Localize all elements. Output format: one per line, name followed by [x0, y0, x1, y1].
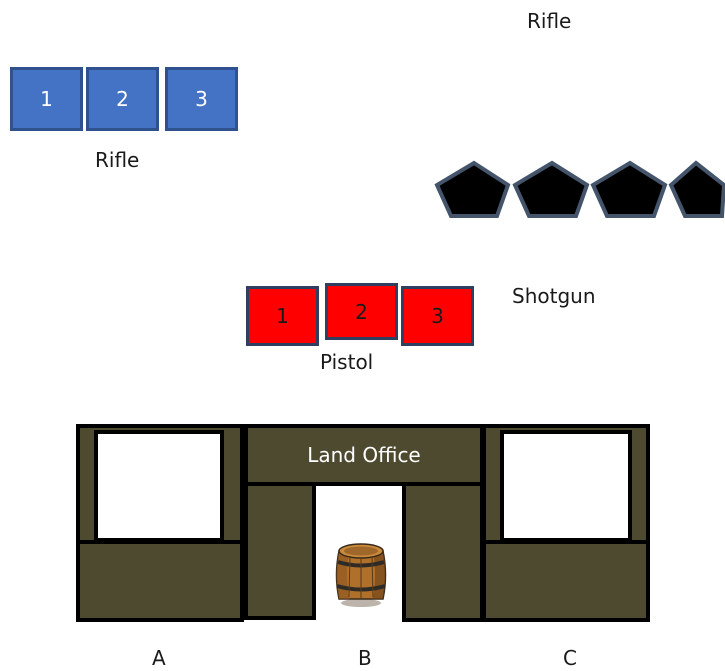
rifle-label-left: Rifle — [95, 148, 140, 172]
rifle-target-2: 2 — [86, 67, 159, 131]
rifle-target-1: 1 — [10, 67, 83, 131]
shotgun-target-2 — [512, 160, 590, 218]
window-left — [94, 430, 224, 542]
window-right — [500, 430, 632, 542]
land-office-sign: Land Office — [244, 424, 484, 486]
position-label-a: A — [152, 646, 166, 670]
rifle-label-top: Rifle — [527, 9, 572, 33]
building-left-lower — [76, 540, 244, 622]
pistol-target-2: 2 — [325, 283, 398, 340]
shotgun-target-1 — [434, 160, 511, 218]
door-left-pillar — [244, 482, 316, 620]
rifle-target-3: 3 — [165, 67, 238, 131]
shotgun-label: Shotgun — [512, 284, 596, 308]
land-office-sign-text: Land Office — [307, 443, 421, 467]
pistol-label: Pistol — [320, 350, 374, 374]
building-right-lower — [482, 540, 650, 622]
position-label-b: B — [358, 646, 372, 670]
shotgun-target-4 — [668, 160, 725, 218]
shotgun-target-3 — [590, 160, 668, 218]
pistol-target-3: 3 — [401, 286, 474, 346]
pistol-target-1: 1 — [246, 286, 319, 346]
position-label-c: C — [563, 646, 577, 670]
